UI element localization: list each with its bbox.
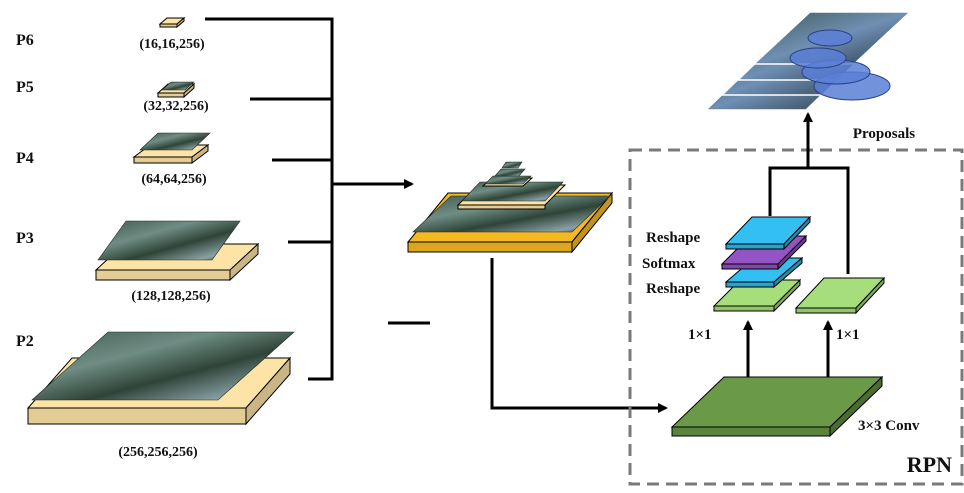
level-label-p5: P5 [16,79,34,96]
shape-label-p3: (128,128,256) [131,289,211,304]
to-rpn-arrow [492,258,666,408]
proposals-label: Proposals [853,126,915,142]
branch-right-label: 1×1 [836,327,860,343]
shape-label-p4: (64,64,256) [141,172,207,187]
shape-label-p5: (32,32,256) [143,99,209,114]
level-label-p6: P6 [16,32,34,49]
stack-label-reshape-bottom: Reshape [646,281,701,297]
feature-map-p4 [134,133,210,163]
pyramid-merge-lines [205,18,412,381]
feature-map-p5 [158,82,194,97]
branch-left-label: 1×1 [688,327,712,343]
level-label-p2: P2 [16,333,34,350]
level-label-p4: P4 [16,150,34,167]
shape-label-p2: (256,256,256) [118,445,198,460]
rpn-title: RPN [907,452,952,477]
proposal-image-stack [706,12,910,110]
conv-label: 3×3 Conv [858,418,920,434]
merged-feature-pyramid [408,162,612,252]
level-label-p3: P3 [16,230,34,247]
conv-3x3-block [672,377,882,436]
cls-branch-stack [714,217,810,311]
shape-label-p6: (16,16,256) [139,37,205,52]
feature-map-p3 [96,221,258,280]
stack-label-reshape-top: Reshape [646,230,701,246]
feature-map-p6 [160,18,184,27]
feature-map-p2 [28,332,294,424]
stack-label-softmax: Softmax [642,256,696,272]
right-1x1-block [796,278,884,313]
